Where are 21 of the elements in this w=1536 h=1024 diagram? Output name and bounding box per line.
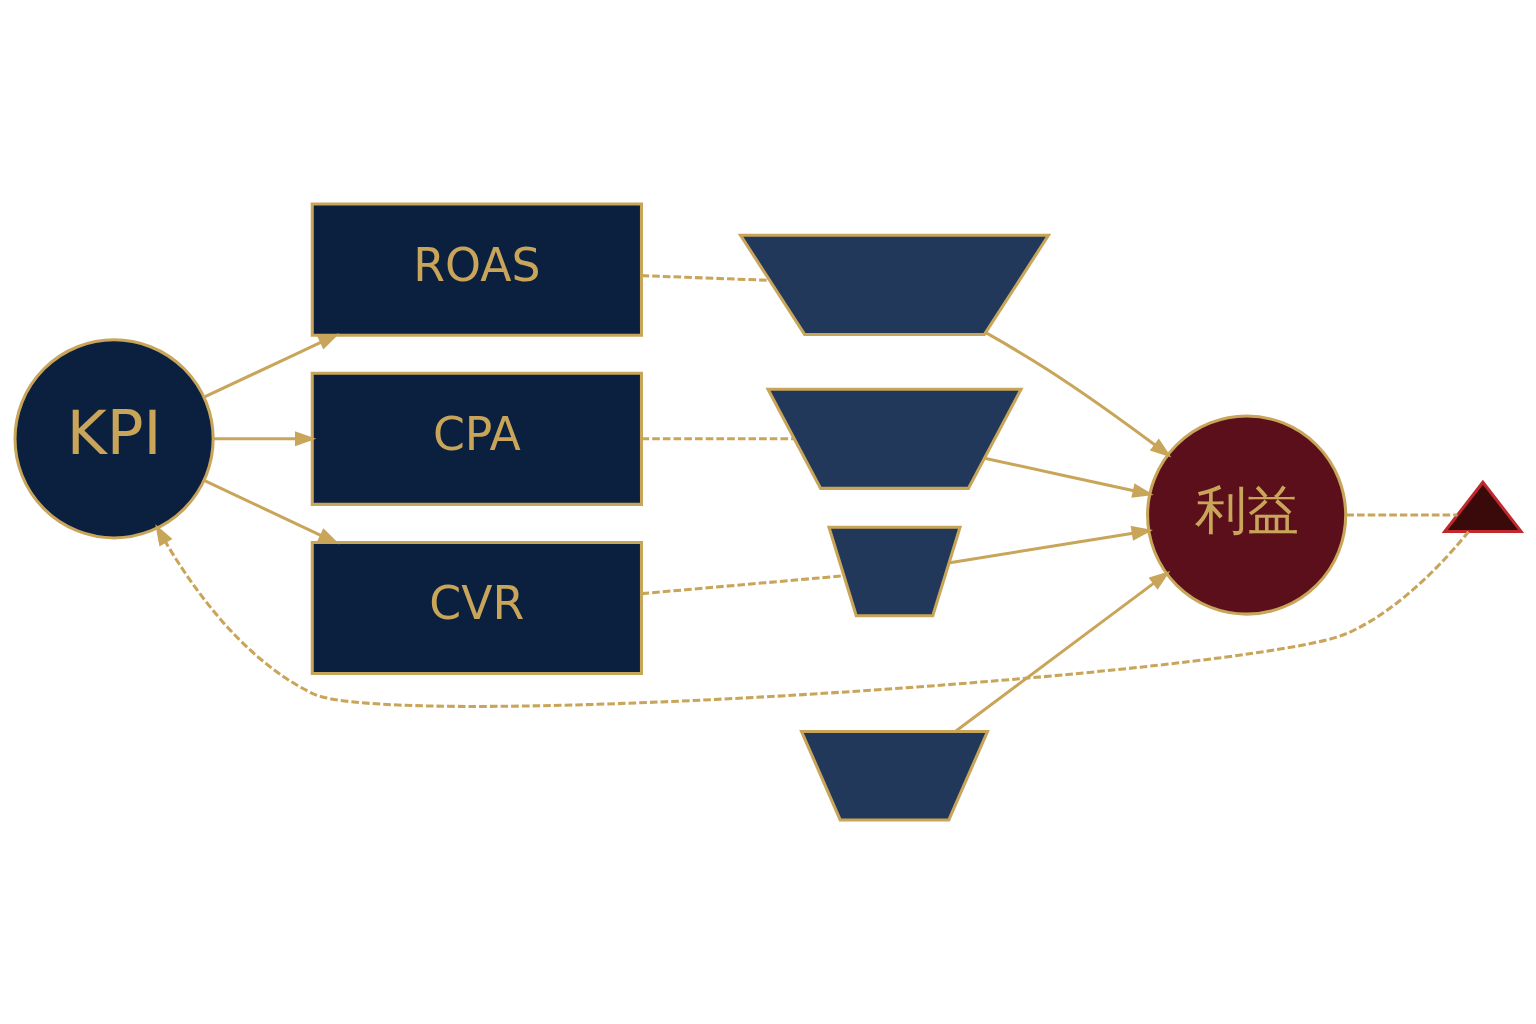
arrow (155, 524, 1470, 708)
arrow (203, 479, 340, 545)
node-box: CPA (310, 371, 643, 506)
arrow (213, 431, 317, 447)
connector (1346, 513, 1458, 517)
node-triangle (1441, 479, 1525, 533)
arrow (984, 456, 1154, 498)
node-trapezoid (826, 525, 963, 618)
arrow (954, 570, 1171, 733)
connector (641, 437, 794, 441)
arrow (949, 525, 1153, 565)
node-trapezoid (737, 233, 1052, 336)
arrow (203, 333, 340, 399)
arrow (985, 331, 1172, 458)
connector (641, 274, 770, 282)
node-box: CVR (310, 540, 643, 676)
node-trapezoid (799, 729, 990, 822)
node-box: ROAS (310, 202, 643, 337)
node-circle: KPI (13, 338, 215, 540)
connector (641, 574, 844, 596)
node-trapezoid (765, 387, 1024, 490)
